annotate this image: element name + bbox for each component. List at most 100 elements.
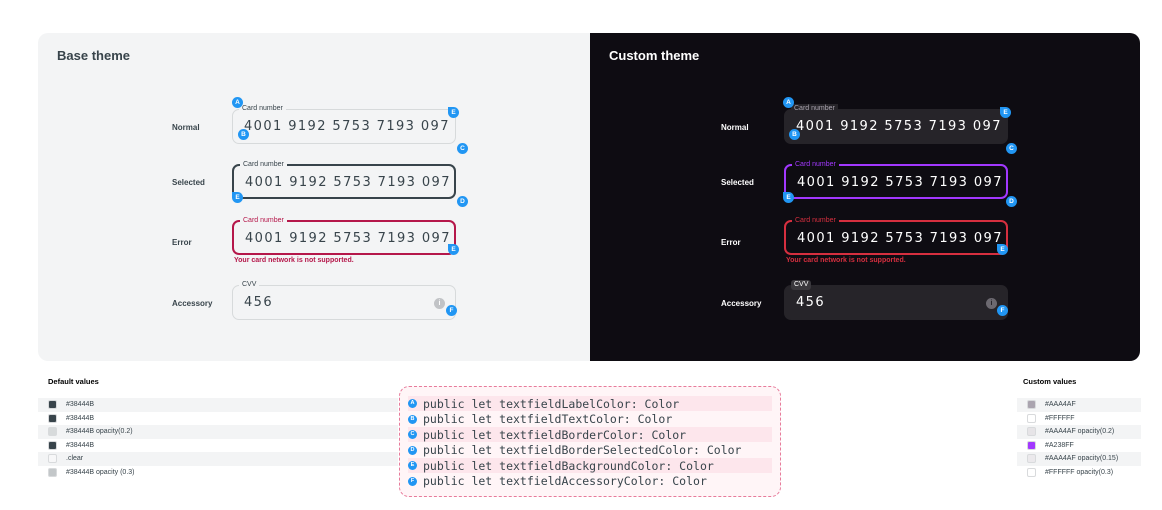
field-value: 4001 9192 5753 7193 097 — [245, 175, 451, 190]
default-values-title: Default values — [48, 377, 99, 386]
color-swatch — [1027, 467, 1036, 477]
marker-e: E — [1000, 107, 1011, 118]
value-row: #FFFFFF — [1017, 412, 1141, 426]
value-row: #38444B — [38, 412, 398, 426]
marker-e: E — [408, 461, 417, 470]
marker-e: E — [997, 244, 1008, 255]
code-text: public let textfieldBorderColor: Color — [423, 427, 687, 442]
custom-theme-title: Custom theme — [609, 48, 700, 63]
color-swatch — [1027, 454, 1036, 464]
code-text: public let textfieldTextColor: Color — [423, 412, 673, 426]
marker-a: A — [783, 97, 794, 108]
card-number-field-error[interactable]: Card number 4001 9192 5753 7193 097 Your… — [232, 216, 456, 264]
row-label-accessory: Accessory — [721, 299, 762, 308]
field-value: 4001 9192 5753 7193 097 — [797, 175, 1003, 190]
base-theme-title: Base theme — [57, 48, 130, 63]
field-value: 4001 9192 5753 7193 097 — [797, 231, 1003, 246]
card-number-field-selected[interactable]: Card number 4001 9192 5753 7193 097 — [784, 160, 1008, 199]
card-number-field-error[interactable]: Card number 4001 9192 5753 7193 097 Your… — [784, 216, 1008, 264]
field-label: CVV — [791, 280, 812, 290]
color-swatch — [48, 400, 57, 410]
card-number-field-normal[interactable]: Card number 4001 9192 5753 7193 097 — [784, 104, 1008, 144]
color-swatch — [1027, 440, 1036, 450]
row-label-error: Error — [172, 238, 192, 247]
color-value-label: .clear — [66, 455, 84, 463]
cvv-field-accessory[interactable]: CVV 456 i — [784, 280, 1008, 320]
info-icon[interactable]: i — [434, 298, 445, 309]
value-row: #AAA4AF — [1017, 398, 1141, 412]
color-value-label: #FFFFFF opacity(0.3) — [1045, 468, 1114, 476]
color-swatch — [1027, 400, 1036, 410]
marker-c: C — [457, 143, 468, 154]
marker-e: E — [232, 192, 243, 203]
card-number-field-normal[interactable]: Card number 4001 9192 5753 7193 097 — [232, 104, 456, 144]
field-value: 456 — [796, 295, 826, 310]
field-label: Card number — [239, 104, 286, 114]
custom-theme-panel: Custom theme Normal Card number 4001 919… — [590, 33, 1140, 361]
value-row: #38444B — [38, 398, 398, 412]
color-value-label: #A238FF — [1045, 441, 1074, 449]
marker-c: C — [1006, 143, 1017, 154]
color-value-label: #AAA4AF — [1045, 401, 1076, 409]
field-value: 456 — [244, 295, 274, 310]
value-row: #FFFFFF opacity(0.3) — [1017, 466, 1141, 480]
code-text: public let textfieldLabelColor: Color — [423, 396, 680, 411]
code-text: public let textfieldBackgroundColor: Col… — [423, 458, 714, 473]
code-text: public let textfieldBorderSelectedColor:… — [423, 443, 742, 457]
base-theme-panel: Base theme Normal Card number 4001 9192 … — [38, 33, 590, 361]
field-label: CVV — [239, 280, 260, 290]
marker-c: C — [408, 430, 417, 439]
error-message: Your card network is not supported. — [234, 257, 354, 264]
field-label: Card number — [791, 104, 838, 114]
color-value-label: #38444B opacity(0.2) — [66, 428, 133, 436]
marker-f: F — [997, 305, 1008, 316]
default-values-list: #38444B #38444B #38444B opacity(0.2) #38444… — [38, 398, 398, 479]
color-value-label: #38444B — [66, 441, 95, 449]
custom-values-list: #AAA4AF #FFFFFF #AAA4AF opacity(0.2) #A238F… — [1017, 398, 1141, 479]
row-label-normal: Normal — [172, 123, 200, 132]
row-label-accessory: Accessory — [172, 299, 213, 308]
marker-b: B — [238, 129, 249, 140]
value-row: #38444B opacity(0.2) — [38, 425, 398, 439]
field-value: 4001 9192 5753 7193 097 — [244, 119, 450, 134]
marker-d: D — [408, 445, 417, 455]
color-value-label: #AAA4AF opacity(0.15) — [1045, 455, 1119, 463]
field-label: Card number — [792, 160, 839, 170]
row-label-error: Error — [721, 238, 741, 247]
field-value: 4001 9192 5753 7193 097 — [796, 119, 1002, 134]
marker-e: E — [783, 192, 794, 203]
color-value-label: #FFFFFF — [1045, 414, 1075, 422]
color-swatch — [1027, 427, 1036, 437]
value-row: #A238FF — [1017, 439, 1141, 453]
value-row: #AAA4AF opacity(0.2) — [1017, 425, 1141, 439]
cvv-field-accessory[interactable]: CVV 456 i — [232, 280, 456, 320]
color-value-label: #38444B — [66, 401, 95, 409]
field-label: Card number — [240, 216, 287, 226]
value-row: .clear — [38, 452, 398, 466]
row-label-selected: Selected — [172, 178, 205, 187]
color-swatch — [48, 467, 57, 477]
info-icon[interactable]: i — [986, 298, 997, 309]
color-value-label: #38444B — [66, 414, 95, 422]
card-number-field-selected[interactable]: Card number 4001 9192 5753 7193 097 — [232, 160, 456, 199]
marker-f: F — [446, 305, 457, 316]
color-swatch — [48, 454, 57, 464]
color-swatch — [48, 427, 57, 437]
marker-d: D — [457, 196, 468, 207]
marker-f: F — [408, 476, 417, 486]
marker-a: A — [232, 97, 243, 108]
marker-a: A — [408, 399, 417, 408]
error-message: Your card network is not supported. — [786, 257, 906, 264]
row-label-selected: Selected — [721, 178, 754, 187]
value-row: #AAA4AF opacity(0.15) — [1017, 452, 1141, 466]
marker-b: B — [789, 129, 800, 140]
color-value-label: #AAA4AF opacity(0.2) — [1045, 428, 1115, 436]
